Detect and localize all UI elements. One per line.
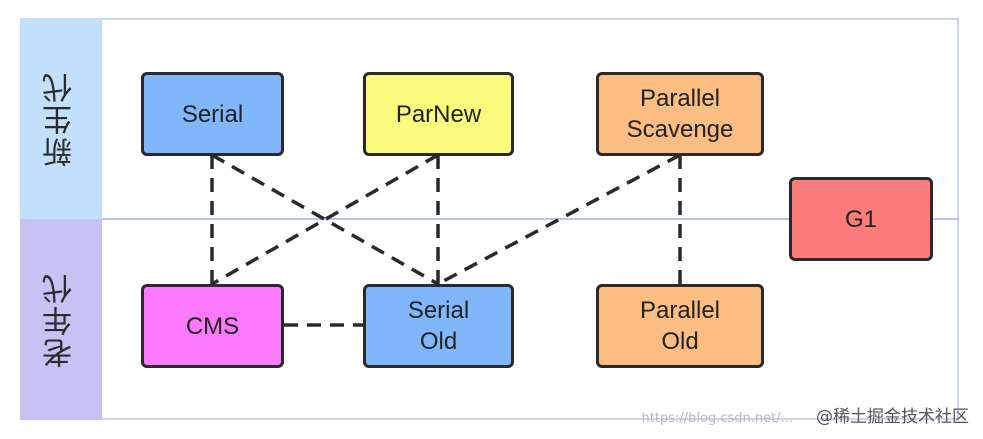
serial-old-collector-box: Serial Old [363,284,514,368]
link-parallel-scavenge-serial-old [437,153,681,286]
g1-collector-box: G1 [789,177,933,261]
serial-old-collector-label: Serial Old [407,297,470,355]
generation-divider [102,218,959,220]
parallel-scavenge-collector-label: Parallel Scavenge [626,85,734,143]
serial-collector-label: Serial [181,100,244,128]
parnew-collector-label: ParNew [395,100,482,128]
g1-collector-label: G1 [844,205,877,233]
watermark-text: @稀土掘金技术社区 [816,407,969,427]
watermark-url: https://blog.csdn.net/... [641,411,793,426]
cms-collector-box: CMS [141,284,284,368]
parnew-collector-box: ParNew [363,72,514,156]
old-generation-band: 老年代 [20,219,102,420]
parallel-old-collector-label: Parallel Old [639,297,721,355]
parallel-scavenge-collector-box: Parallel Scavenge [596,72,764,156]
link-parnew-cms [211,153,439,286]
link-serial-serial-old [211,153,439,286]
cms-collector-label: CMS [185,312,240,340]
young-generation-band: 新生代 [20,18,102,219]
serial-collector-box: Serial [141,72,284,156]
parallel-old-collector-box: Parallel Old [596,284,764,368]
